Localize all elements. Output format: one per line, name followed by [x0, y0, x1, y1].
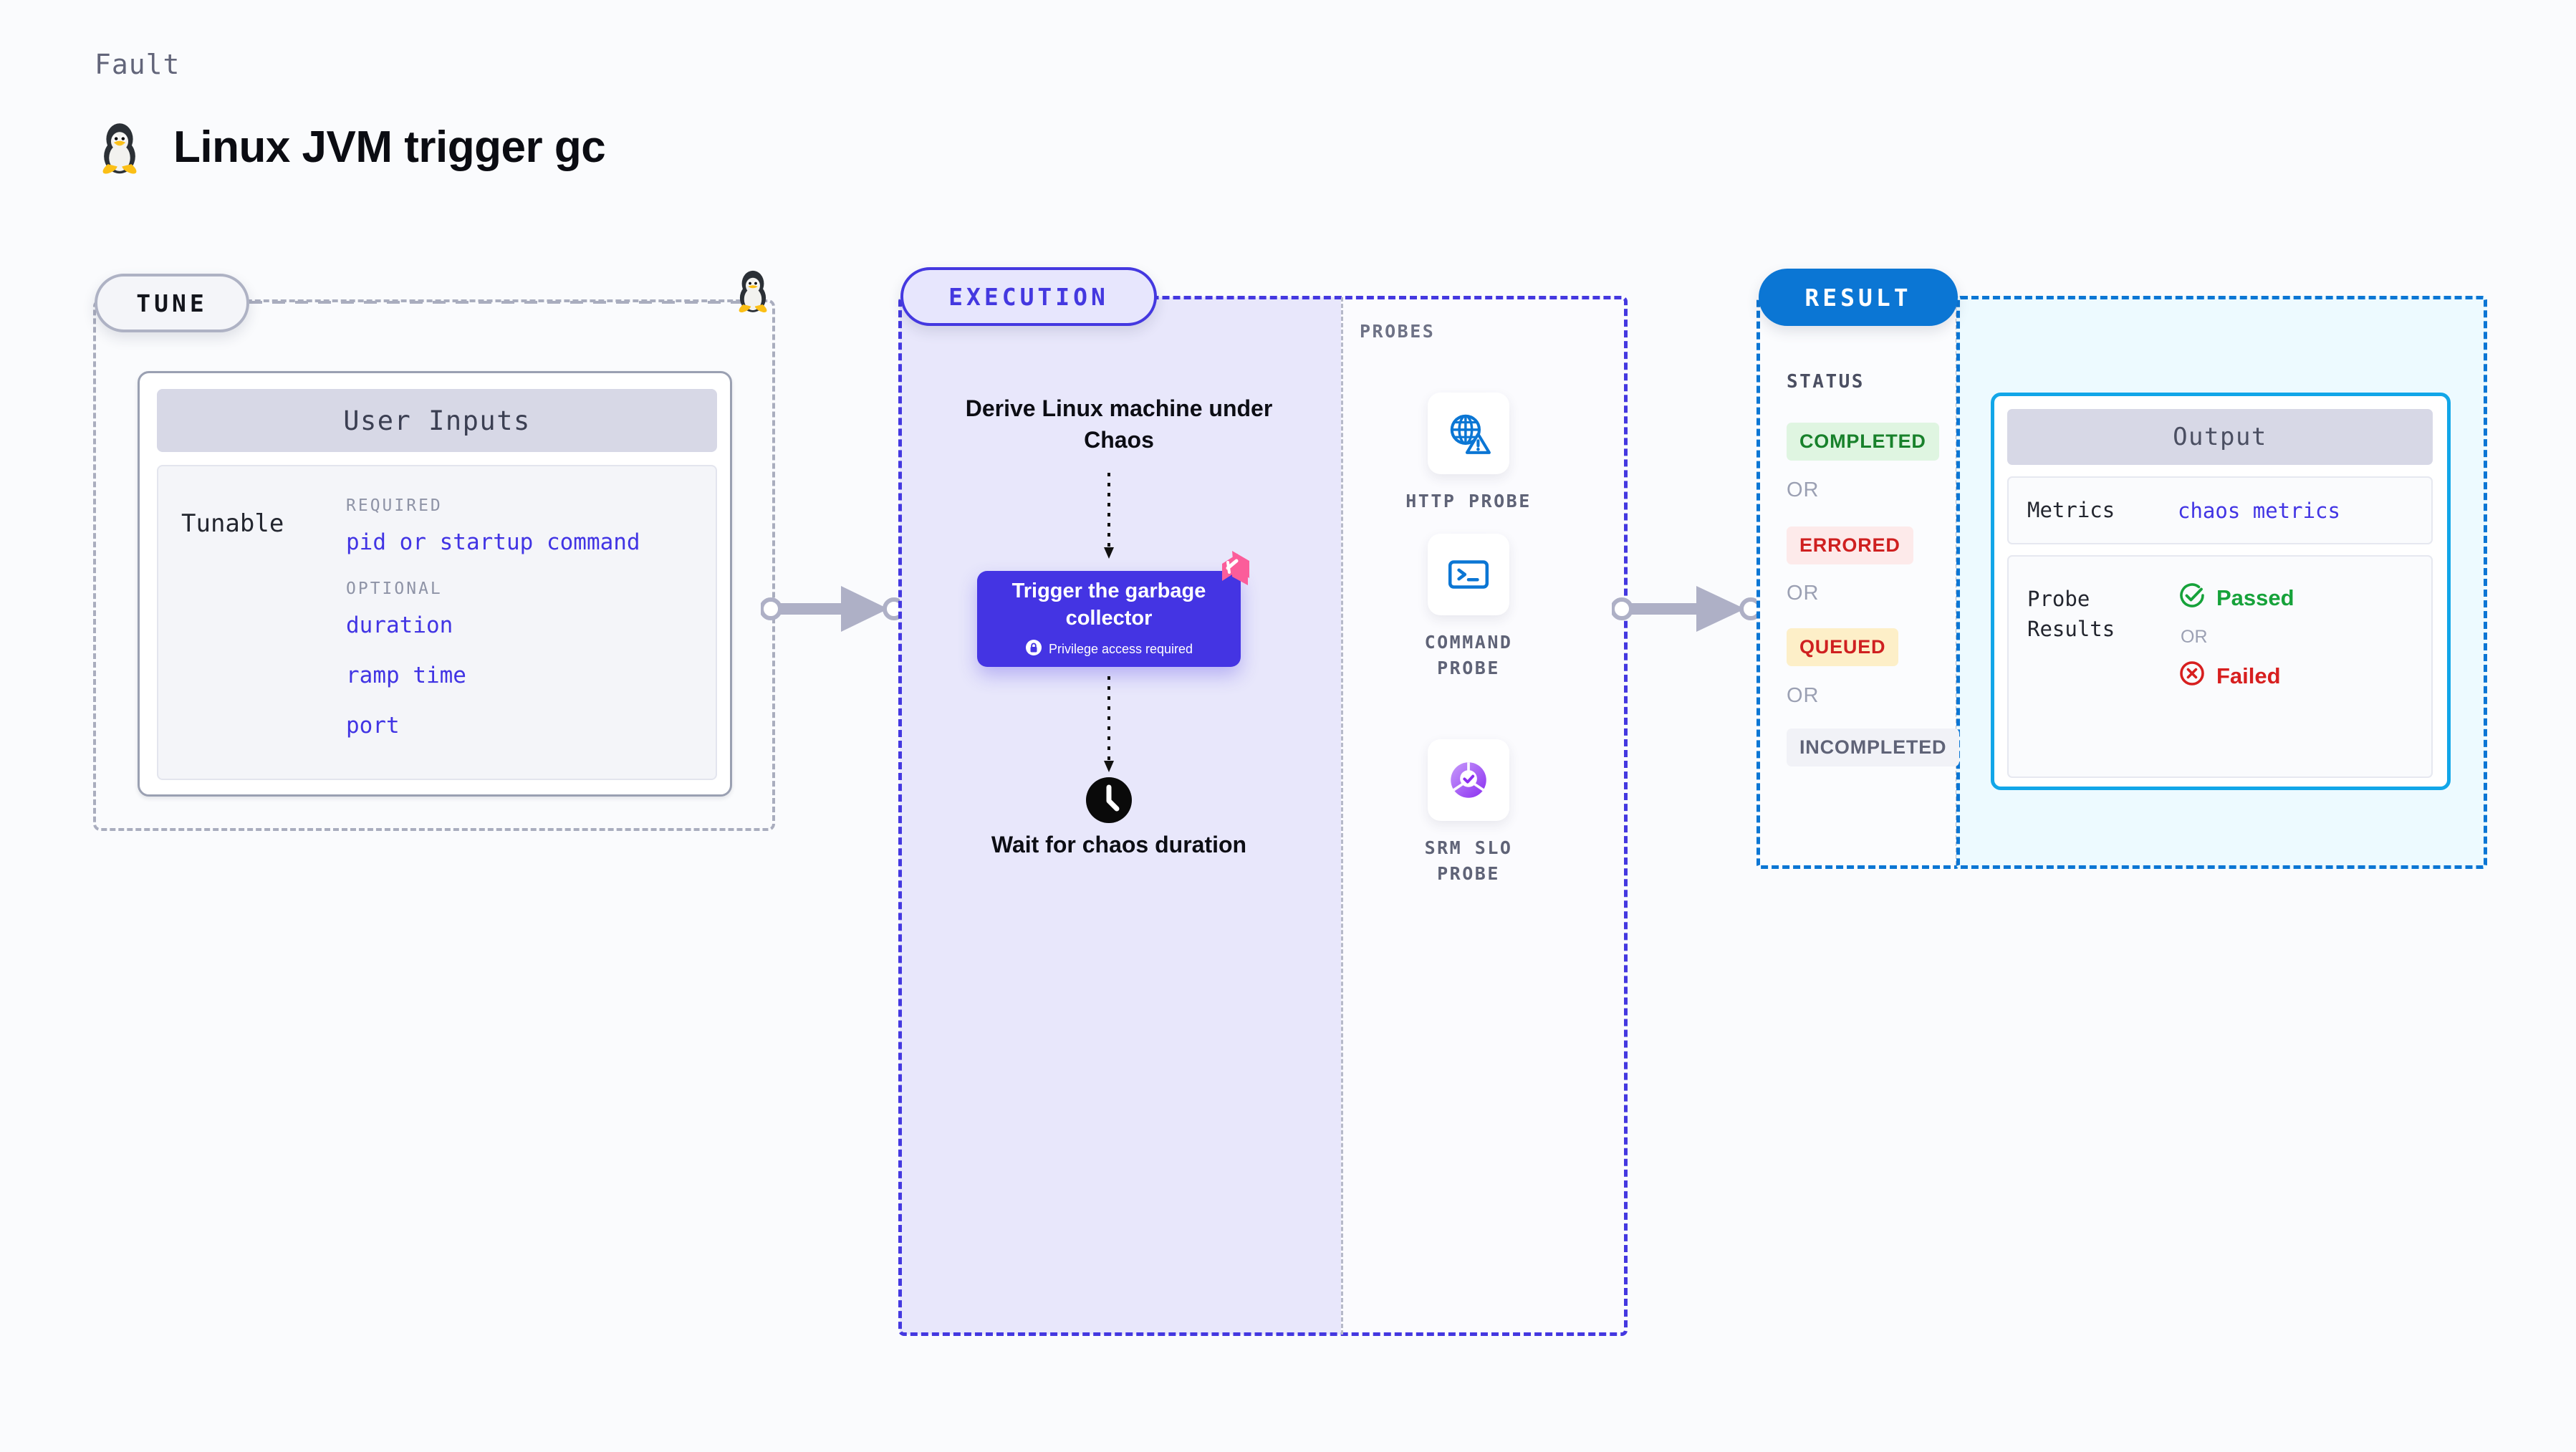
required-group-label: REQUIRED: [346, 496, 443, 515]
probe-srm-slo-caption: SRM SLO PROBE: [1424, 837, 1513, 884]
output-probe-results-row: Probe Results Passed OR: [2007, 555, 2433, 778]
execution-to-result-connector: [1612, 586, 1762, 632]
user-inputs-title: User Inputs: [157, 389, 717, 452]
wait-step-title: Wait for chaos duration: [991, 832, 1247, 857]
trigger-action-title: Trigger the garbage collector: [1011, 580, 1206, 630]
page-title-row: Linux JVM trigger gc: [95, 118, 606, 176]
terminal-icon: [1428, 534, 1509, 615]
probe-srm-slo[interactable]: SRM SLO PROBE: [1404, 739, 1533, 886]
lock-icon: [1025, 639, 1042, 660]
check-circle-icon: [2178, 581, 2206, 615]
linux-penguin-icon: [732, 266, 774, 317]
metrics-value[interactable]: chaos metrics: [2178, 498, 2340, 523]
tune-top-dashed-connector: [249, 301, 744, 304]
probe-http-caption: HTTP PROBE: [1405, 491, 1532, 511]
status-or-3: OR: [1787, 684, 1820, 707]
optional-group-label: OPTIONAL: [346, 580, 443, 598]
probe-results-key: Probe Results: [2027, 587, 2115, 642]
output-title: Output: [2007, 409, 2433, 465]
execution-pill[interactable]: EXECUTION: [900, 267, 1157, 326]
metrics-key: Metrics: [2027, 498, 2115, 523]
linux-penguin-icon: [95, 118, 145, 176]
globe-warning-icon: [1428, 393, 1509, 474]
probe-result-failed-text: Failed: [2216, 663, 2281, 688]
tunable-item-port[interactable]: port: [346, 713, 400, 739]
trigger-action-card[interactable]: Trigger the garbage collector Privilege …: [977, 571, 1241, 667]
output-card: Output Metrics chaos metrics Probe Resul…: [1991, 393, 2451, 790]
output-metrics-row: Metrics chaos metrics: [2007, 476, 2433, 544]
result-status-panel: [1756, 296, 1960, 869]
probe-result-passed: Passed: [2178, 581, 2294, 615]
x-circle-icon: [2178, 659, 2206, 693]
status-label: STATUS: [1787, 371, 1865, 393]
probe-command-caption: COMMAND PROBE: [1424, 632, 1513, 678]
execution-panel: [898, 296, 1628, 1336]
privilege-note-text: Privilege access required: [1048, 641, 1193, 656]
page-eyebrow: Fault: [95, 49, 181, 80]
tunable-list: REQUIRED pid or startup command OPTIONAL…: [346, 496, 704, 763]
clock-icon: [1085, 776, 1133, 828]
status-badge-queued: QUEUED: [1787, 628, 1899, 666]
tune-to-execution-connector: [761, 586, 905, 632]
status-or-1: OR: [1787, 479, 1820, 501]
status-badge-incompleted: INCOMPLETED: [1787, 729, 1960, 766]
tunable-label: Tunable: [181, 509, 284, 538]
tunable-item-ramp-time[interactable]: ramp time: [346, 663, 466, 688]
user-inputs-body: Tunable REQUIRED pid or startup command …: [157, 465, 717, 780]
probe-result-passed-text: Passed: [2216, 585, 2294, 610]
chaos-badge-icon: [1212, 547, 1254, 592]
probes-divider: [1341, 297, 1343, 1335]
status-badge-completed: COMPLETED: [1787, 423, 1939, 461]
page-title: Linux JVM trigger gc: [173, 122, 606, 172]
probes-label: PROBES: [1360, 321, 1436, 342]
slo-donut-check-icon: [1428, 739, 1509, 821]
user-inputs-card: User Inputs Tunable REQUIRED pid or star…: [138, 371, 732, 797]
tune-pill[interactable]: TUNE: [95, 274, 249, 332]
trigger-to-wait-arrow: [1104, 676, 1114, 772]
probe-result-or: OR: [2181, 627, 2208, 647]
derive-step-title: Derive Linux machine under Chaos: [965, 395, 1273, 453]
status-or-2: OR: [1787, 582, 1820, 605]
probe-http[interactable]: HTTP PROBE: [1404, 393, 1533, 514]
probe-command[interactable]: COMMAND PROBE: [1404, 534, 1533, 681]
tunable-item-pid[interactable]: pid or startup command: [346, 529, 640, 555]
probe-result-failed: Failed: [2178, 659, 2294, 693]
tunable-item-duration[interactable]: duration: [346, 612, 453, 638]
result-pill[interactable]: RESULT: [1759, 269, 1958, 326]
privilege-note: Privilege access required: [1025, 639, 1193, 660]
status-badge-errored: ERRORED: [1787, 527, 1913, 564]
derive-to-trigger-arrow: [1104, 473, 1114, 559]
